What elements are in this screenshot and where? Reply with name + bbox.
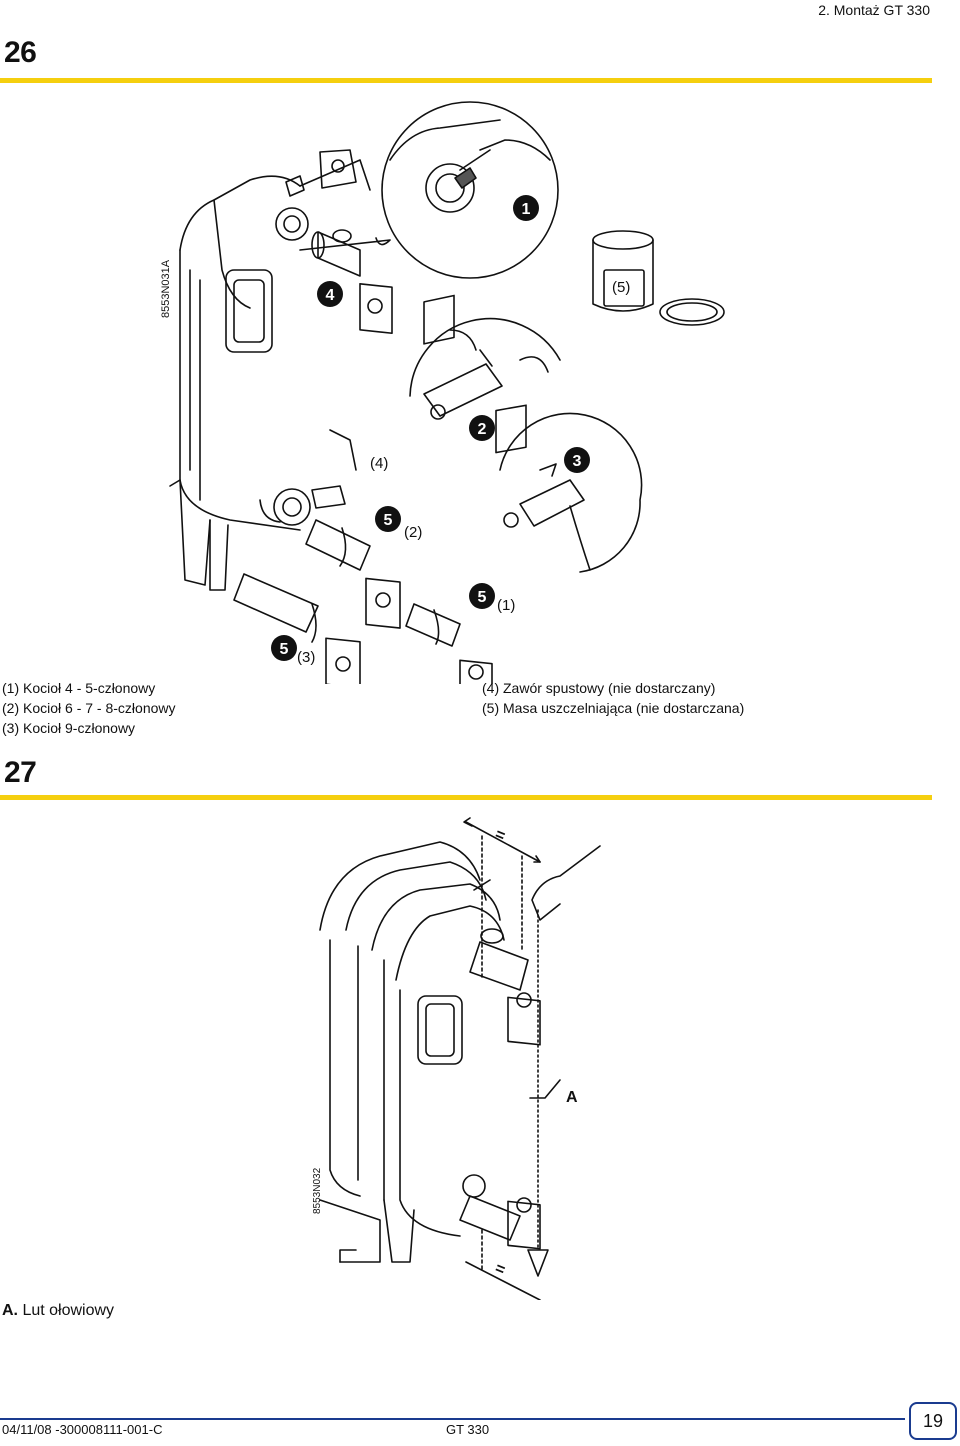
label-p3: (3) [297, 649, 315, 666]
figure-27-caption: A. Lut ołowiowy [2, 1302, 114, 1320]
caption-label: A. [2, 1302, 18, 1319]
sealant-can [592, 230, 725, 326]
step-2-label: 2 [478, 421, 487, 438]
section-rule-26 [0, 78, 932, 83]
detail-circle-1 [299, 101, 559, 279]
step-badges: 1 4 2 3 5 5 5 [271, 195, 590, 661]
boiler-body-outline [169, 149, 371, 591]
figure-27-ref-code: 8553N032 [312, 1167, 323, 1214]
figure-26-number: 26 [4, 36, 37, 69]
plumb-line [527, 909, 561, 1277]
equal-sign-bottom: = [493, 1260, 508, 1279]
figure-26-ref-code: 8553N031A [160, 259, 172, 318]
step-5-label-a: 5 [384, 512, 393, 529]
footer-rule [0, 1418, 905, 1420]
tube-variant-2 [305, 519, 401, 629]
label-p4: (4) [370, 455, 388, 472]
section-title: 2. Montaż GT 330 [818, 2, 930, 18]
figure-26-illustration: 1 4 2 3 5 5 5 (5) (4) (2) (1) (3) 8553N0… [160, 101, 725, 684]
section-rule-27 [0, 795, 932, 800]
step-5-label-b: 5 [478, 589, 487, 606]
step-3-label: 3 [573, 453, 582, 470]
tube-4 [311, 229, 393, 335]
step-1-label: 1 [522, 201, 531, 218]
tube-variant-1 [405, 603, 493, 684]
label-p1: (1) [497, 597, 515, 614]
figure-27-illustration: = = A 8553N032 [312, 817, 601, 1300]
detail-circle-3 [495, 404, 643, 573]
legend-right: (4) Zawór spustowy (nie dostarczany) (5)… [482, 678, 744, 718]
dimension-lines [463, 817, 541, 1300]
detail-circle-2 [409, 294, 561, 420]
step-4-label: 4 [326, 287, 335, 304]
step-5-label-c: 5 [280, 641, 289, 658]
legend-item-5: (5) Masa uszczelniająca (nie dostarczana… [482, 700, 745, 716]
equal-sign-top: = [493, 826, 508, 845]
figure-27-number: 27 [4, 756, 37, 789]
label-p5: (5) [612, 279, 630, 296]
footer-product: GT 330 [446, 1422, 490, 1437]
caption-text: Lut ołowiowy [18, 1302, 115, 1319]
label-p2: (2) [404, 524, 422, 541]
legend-item-3: (3) Kocioł 9-członowy [2, 720, 136, 736]
legend-item-1: (1) Kocioł 4 - 5-członowy [2, 680, 156, 696]
label-a: A [566, 1089, 578, 1106]
tube-variant-3 [233, 573, 361, 684]
boiler-sections [319, 841, 601, 1263]
legend-left: (1) Kocioł 4 - 5-członowy (2) Kocioł 6 -… [2, 678, 176, 738]
legend-item-4: (4) Zawór spustowy (nie dostarczany) [482, 680, 716, 696]
page-number: 19 [909, 1402, 957, 1440]
footer-doc-code: 04/11/08 -300008111-001-C [2, 1422, 163, 1437]
legend-item-2: (2) Kocioł 6 - 7 - 8-członowy [2, 700, 176, 716]
